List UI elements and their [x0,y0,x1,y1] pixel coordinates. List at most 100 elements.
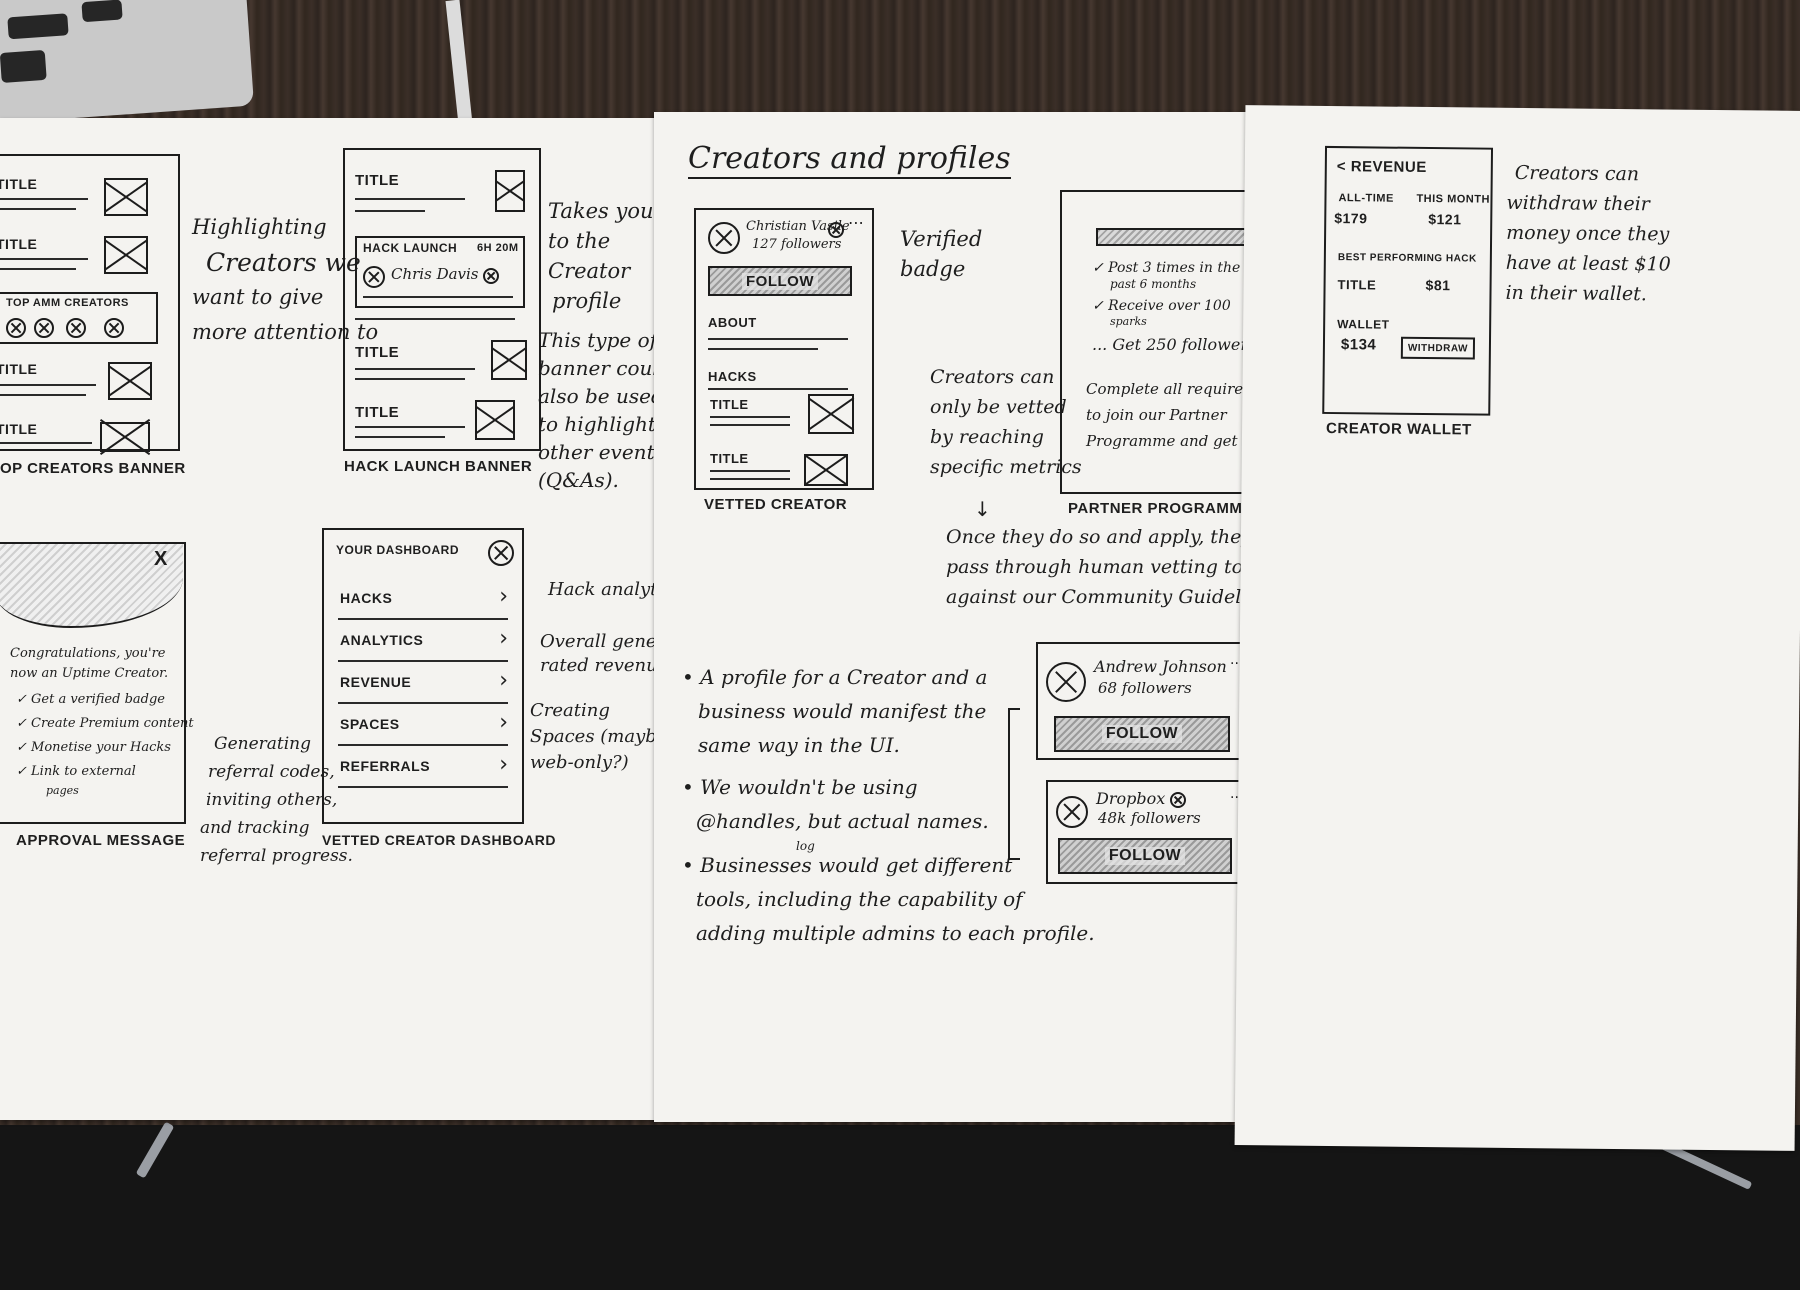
creator-name: Chris Davis [391,265,479,283]
wireframe-caption: OP CREATORS BANNER [0,460,186,477]
month-value: $121 [1428,211,1462,228]
annotation: Creating Spaces (maybe web-only?) [530,700,668,773]
note-bullet: • We wouldn't be using @handles, but act… [682,775,989,833]
creator-avatar [104,318,124,338]
thumbnail-placeholder [804,454,848,486]
chevron-right-icon: › [499,752,508,777]
best-hack-value: $81 [1425,276,1451,294]
follow-button[interactable]: FOLLOW [1054,716,1230,752]
thumbnail-placeholder [108,362,152,400]
more-options-icon[interactable]: ⋯ [848,213,864,232]
annotation: Overall gene- rated revenue [540,631,669,676]
vetted-creator-wireframe: Christian Vasile ⋯ 127 followers FOLLOW … [694,208,874,490]
wallet-value: $134 [1340,336,1377,354]
hack-launch-wireframe: TITLE HACK LAUNCH 6H 20M Chris Davis TIT… [343,148,541,451]
creator-avatar [363,266,385,288]
approval-benefits: ✓ Get a verified badge ✓ Create Premium … [16,692,194,797]
menu-item-spaces[interactable]: SPACES › [338,704,508,746]
creator-name: Christian Vasile [746,219,850,234]
creator-avatar [6,318,26,338]
approval-message-wireframe: X Congratulations, you're now an Uptime … [0,542,194,824]
creator-avatar [34,318,54,338]
creator-wallet-wireframe: < REVENUE ALL-TIME $179 THIS MONTH $121 … [1322,145,1494,416]
laptop [0,0,255,125]
annotation: Generating referral codes, inviting othe… [200,734,353,866]
item-title: TITLE [0,421,38,437]
back-link[interactable]: < REVENUE [1336,158,1427,176]
sketch-sheet-left: TITLE TITLE TOP AMM CREATORS TITLE TITLE… [0,118,682,1120]
thumbnail-placeholder [491,340,527,380]
item-title: TITLE [0,361,38,377]
verified-badge-icon [1170,792,1186,808]
dashboard-title: YOUR DASHBOARD [336,543,460,557]
profile-card-creator: Andrew Johnson 68 followers ... FOLLOW [1036,642,1262,760]
wireframe-caption: VETTED CREATOR [704,496,848,513]
banner-label: HACK LAUNCH [363,241,458,255]
creator-name: Andrew Johnson [1094,657,1227,676]
annotation: Highlighting Creators we want to give mo… [192,215,379,344]
thumbnail-placeholder [104,178,148,216]
withdraw-button[interactable]: WITHDRAW [1400,336,1476,360]
annotation: Hack analytics [548,579,683,600]
close-icon[interactable]: X [154,548,168,570]
menu-item-hacks[interactable]: HACKS › [338,578,508,620]
item-title: TITLE [710,397,749,412]
item-title: TITLE [355,404,400,421]
item-title: TITLE [355,172,400,189]
profile-card-business: Dropbox 48k followers ... FOLLOW [1046,780,1262,884]
item-title: TITLE [0,176,38,192]
wireframe-caption: HACK LAUNCH BANNER [344,458,533,475]
follow-button[interactable]: FOLLOW [708,266,852,296]
note-bullet: • A profile for a Creator and a business… [682,665,988,757]
arrow-down-icon: ↓ [974,497,991,521]
thumbnail-placeholder [100,422,150,452]
menu-item-referrals[interactable]: REFERRALS › [338,746,508,788]
chevron-right-icon: › [499,710,508,735]
wallet-label: WALLET [1337,317,1390,332]
follower-count: 48k followers [1098,809,1201,827]
chevron-right-icon: › [499,584,508,609]
dashboard-menu: HACKS › ANALYTICS › REVENUE › SPACES › R… [338,578,508,788]
chevron-right-icon: › [499,668,508,693]
annotation: Creators can only be vetted by reaching … [930,366,1082,478]
menu-item-analytics[interactable]: ANALYTICS › [338,620,508,662]
menu-item-revenue[interactable]: REVENUE › [338,662,508,704]
thumbnail-placeholder [104,236,148,274]
hacks-heading: HACKS [708,369,757,384]
chevron-right-icon: › [499,626,508,651]
approval-heading: Congratulations, you're now an Uptime Cr… [10,646,169,681]
sketch-sheet-middle: Creators and profiles Christian Vasile ⋯… [654,112,1294,1122]
verified-badge-icon [483,268,499,284]
follower-count: 68 followers [1098,679,1192,697]
item-title: TITLE [0,236,38,252]
alltime-label: ALL-TIME [1338,192,1394,205]
floor [0,1125,1800,1290]
thumbnail-placeholder [808,394,854,434]
thumbnail-placeholder [495,170,525,212]
note-bullet: • Businesses would get different tools, … [682,853,1095,945]
best-hack-title: TITLE [1337,277,1377,293]
alltime-value: $179 [1334,210,1368,227]
partner-programme-wireframe: ✓ Post 3 times in the past 6 months ✓ Re… [1060,190,1290,494]
creator-avatar [708,222,740,254]
annotation: Takes you to the Creator profile [548,199,654,313]
bracket [1008,708,1020,860]
thumbnail-placeholder [475,400,515,440]
requirement-sparks: ✓ Receive over 100 sparks [1092,298,1231,328]
item-title: TITLE [355,344,400,361]
countdown-timer: 6H 20M [477,242,519,254]
about-heading: ABOUT [708,315,757,330]
partner-message: Complete all requirements to join our Pa… [1086,380,1290,450]
annotation: This type of banner could also be used t… [538,328,672,492]
hack-launch-banner: HACK LAUNCH 6H 20M Chris Davis [355,236,525,308]
close-icon[interactable] [488,540,514,566]
wireframe-caption: PARTNER PROGRAMME [1068,500,1253,517]
follow-button[interactable]: FOLLOW [1058,838,1232,874]
progress-bar [1096,228,1252,246]
item-title: TITLE [710,451,749,466]
sketch-sheet-right: < REVENUE ALL-TIME $179 THIS MONTH $121 … [1234,105,1800,1151]
wireframe-caption: APPROVAL MESSAGE [16,832,186,849]
sheet-heading: Creators and profiles [688,141,1011,179]
top-creators-wireframe: TITLE TITLE TOP AMM CREATORS TITLE TITLE [0,154,180,452]
annotation: Once they do so and apply, they wo pass … [946,526,1294,608]
